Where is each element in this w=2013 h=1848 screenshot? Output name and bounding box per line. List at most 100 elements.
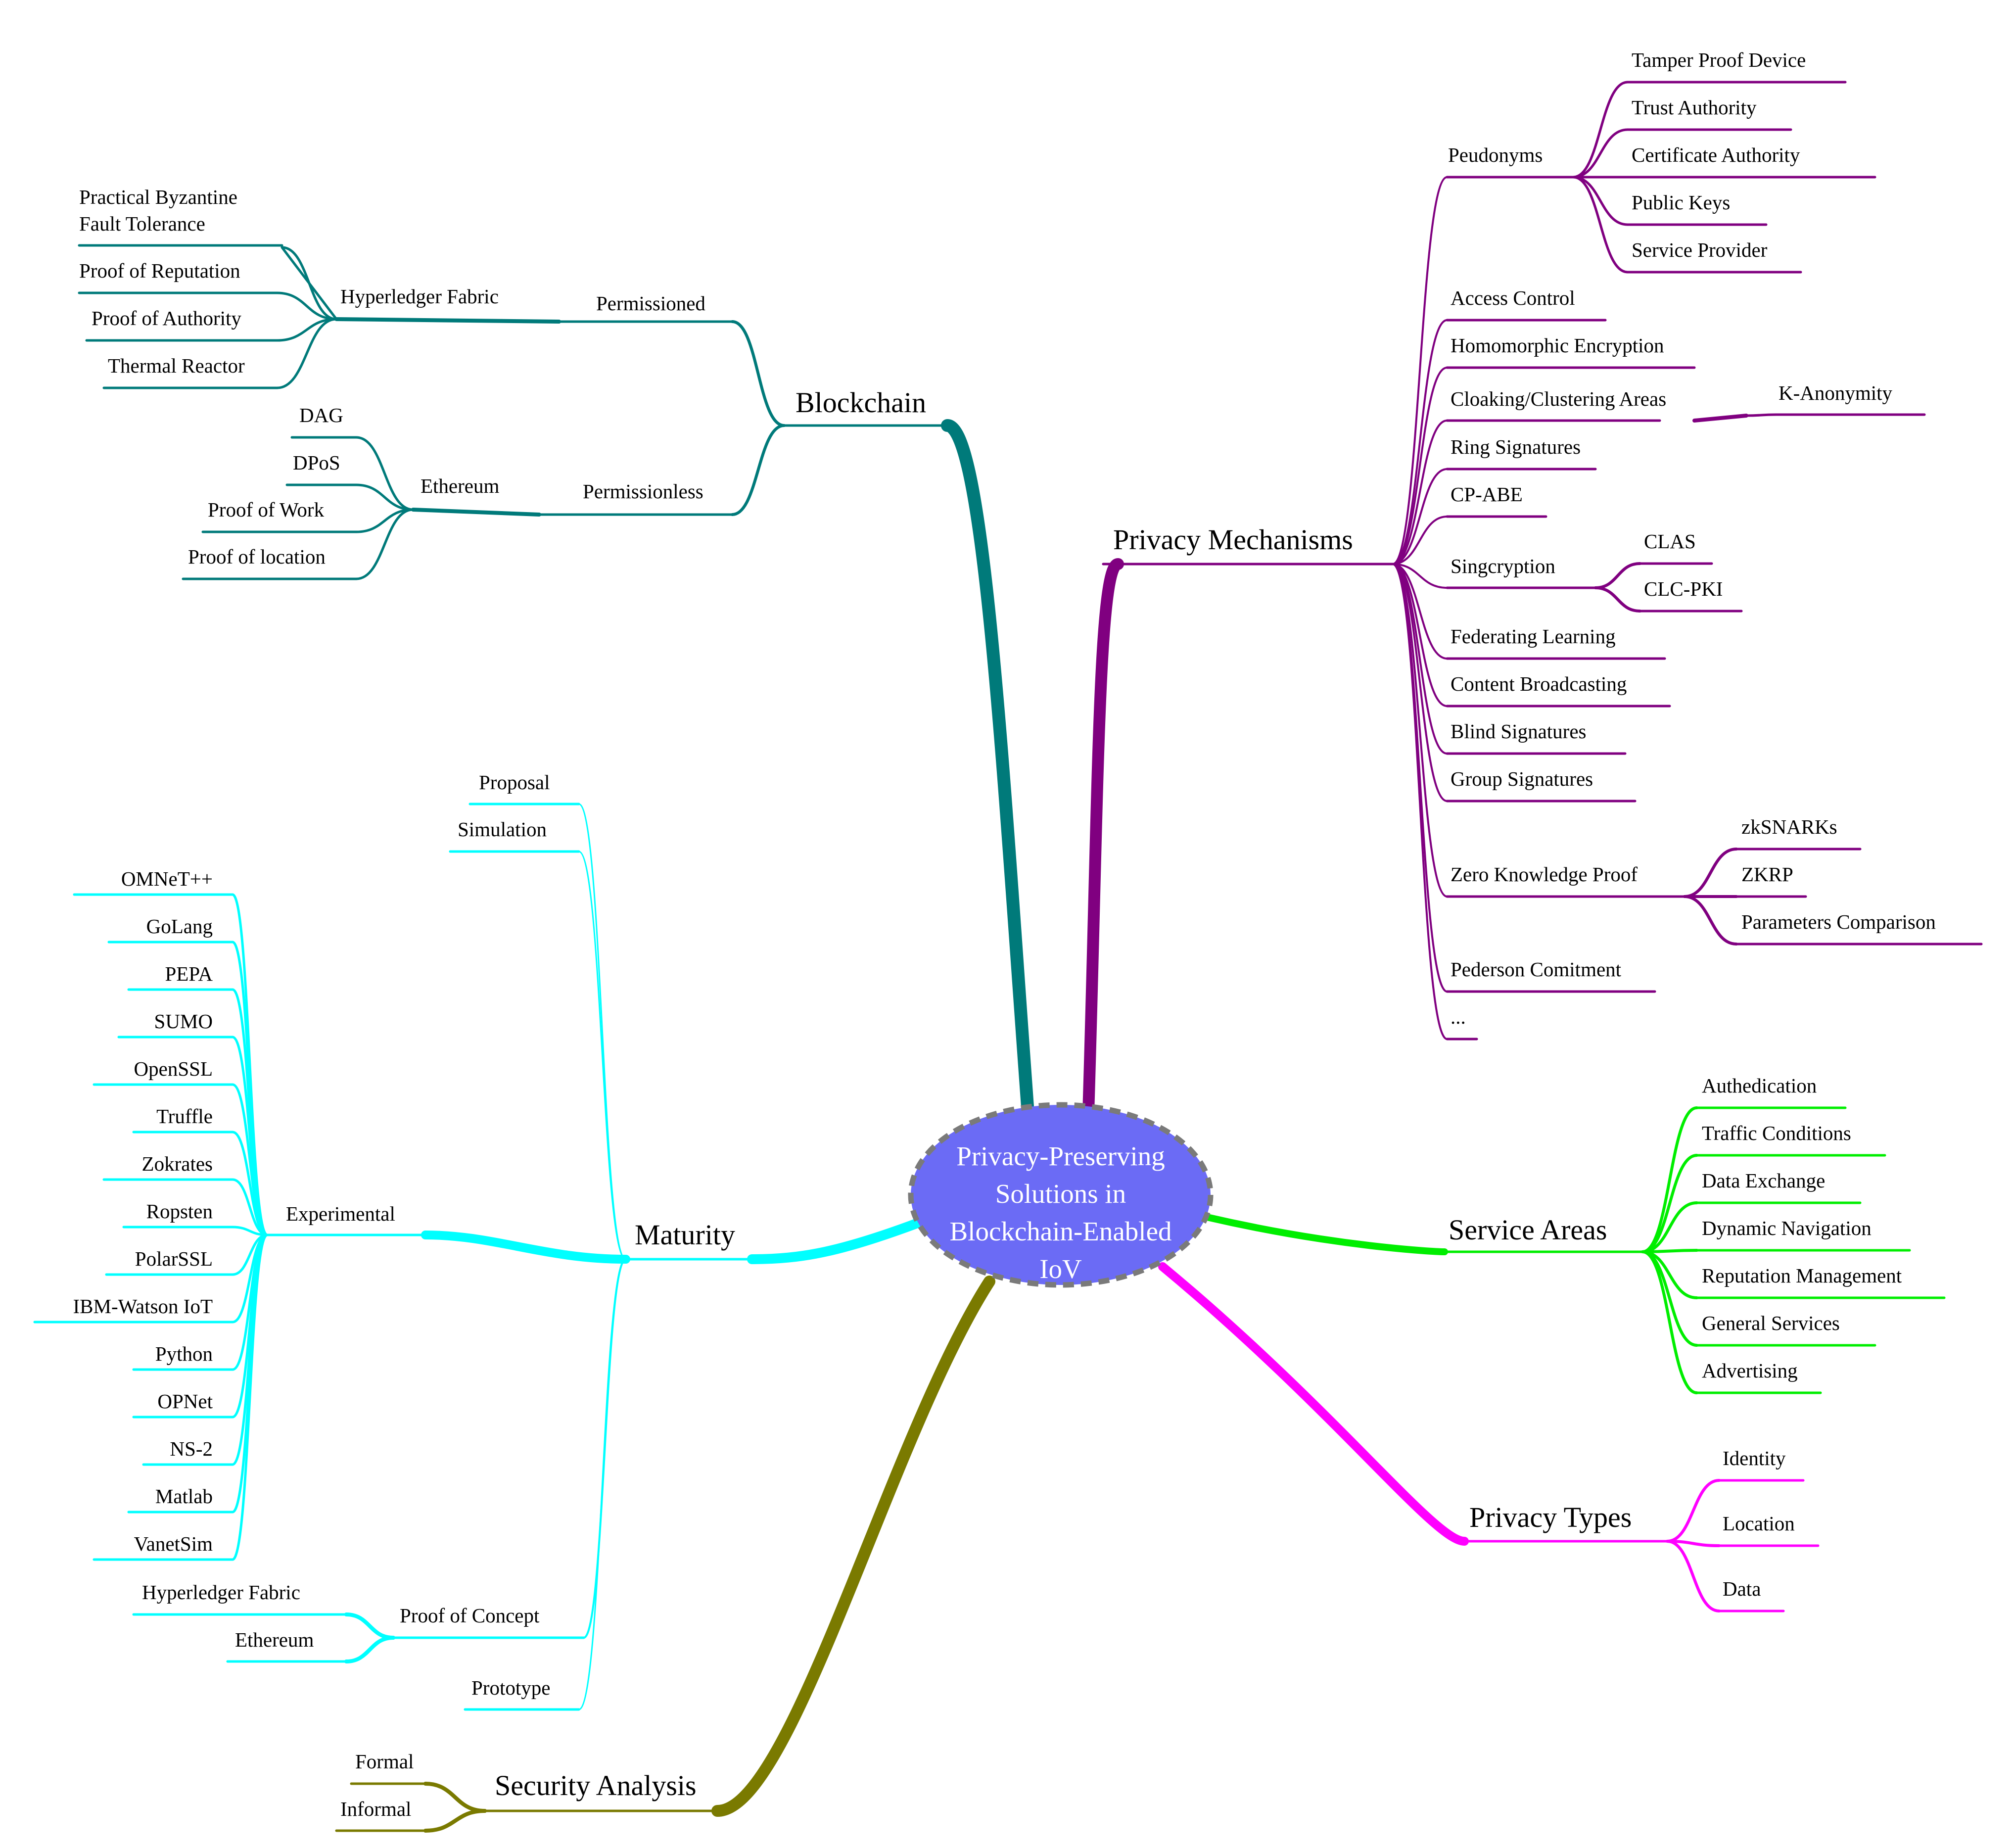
leaf-formal[interactable]: Formal: [355, 1750, 414, 1773]
leaf-proof-of-work[interactable]: Proof of Work: [208, 498, 325, 521]
leaf-access-control[interactable]: Access Control: [1451, 286, 1575, 309]
leaf-dpos[interactable]: DPoS: [293, 451, 340, 474]
leaf-experimental-tool[interactable]: GoLang: [146, 915, 213, 938]
leaf-experimental-tool[interactable]: Zokrates: [142, 1152, 213, 1175]
maturity-label[interactable]: Maturity: [635, 1219, 735, 1251]
ethereum-label[interactable]: Ethereum: [421, 474, 499, 497]
leaf-experimental-tool[interactable]: OpenSSL: [134, 1057, 213, 1080]
leaf-pbft-1[interactable]: Practical Byzantine: [79, 186, 237, 208]
leaf-hyperledger-fabric-poc[interactable]: Hyperledger Fabric: [142, 1581, 300, 1604]
leaf-zkrp[interactable]: ZKRP: [1741, 863, 1793, 886]
leaf-content-broadcasting[interactable]: Content Broadcasting: [1451, 672, 1627, 695]
leaf-proof-of-reputation[interactable]: Proof of Reputation: [79, 259, 240, 282]
edge-permissionless: [731, 424, 786, 516]
leaf-general-services[interactable]: General Services: [1702, 1312, 1840, 1334]
leaf-zero-knowledge-proof[interactable]: Zero Knowledge Proof: [1451, 863, 1638, 886]
trunk-privacy-types: [1158, 1262, 1469, 1546]
leaf-experimental-tool[interactable]: OMNeT++: [121, 867, 213, 890]
leaf-experimental-tool[interactable]: NS-2: [170, 1437, 213, 1460]
peudonyms-label[interactable]: Peudonyms: [1448, 143, 1543, 166]
connector: [1392, 563, 1448, 589]
leaf-informal[interactable]: Informal: [340, 1798, 411, 1820]
connector: [1692, 414, 1748, 423]
leaf-trust-authority[interactable]: Trust Authority: [1632, 96, 1757, 119]
permissionless-label[interactable]: Permissionless: [583, 480, 703, 503]
leaf-clas[interactable]: CLAS: [1644, 530, 1696, 553]
leaf-experimental-tool[interactable]: Python: [155, 1342, 213, 1365]
leaf-experimental-tool[interactable]: IBM-Watson IoT: [73, 1295, 213, 1318]
leaf-cloaking-clustering[interactable]: Cloaking/Clustering Areas: [1451, 387, 1666, 410]
connector: [1641, 1250, 1698, 1394]
leaf-experimental-tool[interactable]: SUMO: [154, 1010, 213, 1033]
privacy-types-label[interactable]: Privacy Types: [1469, 1501, 1632, 1533]
leaf-advertising[interactable]: Advertising: [1702, 1359, 1798, 1382]
leaf-proposal[interactable]: Proposal: [479, 771, 550, 794]
leaf-singcryption[interactable]: Singcryption: [1451, 555, 1555, 577]
leaf-experimental-tool[interactable]: PEPA: [165, 962, 213, 985]
connector: [344, 1612, 395, 1640]
leaf-ethereum-poc[interactable]: Ethereum: [235, 1628, 314, 1651]
leaf-reputation-management[interactable]: Reputation Management: [1702, 1264, 1902, 1287]
leaf-group-signatures[interactable]: Group Signatures: [1451, 767, 1593, 790]
leaf-ring-signatures[interactable]: Ring Signatures: [1451, 435, 1581, 458]
leaf-traffic-conditions[interactable]: Traffic Conditions: [1702, 1122, 1851, 1144]
leaf-identity[interactable]: Identity: [1723, 1447, 1786, 1469]
blockchain-label[interactable]: Blockchain: [796, 386, 926, 419]
leaf-proof-of-authority[interactable]: Proof of Authority: [92, 307, 241, 330]
connector: [1392, 367, 1448, 565]
hyperledger-fabric-label[interactable]: Hyperledger Fabric: [340, 285, 499, 308]
leaf-blind-signatures[interactable]: Blind Signatures: [1451, 720, 1586, 743]
connector: [1641, 1201, 1698, 1253]
leaf-pbft-2[interactable]: Fault Tolerance: [79, 212, 205, 235]
connector: [1392, 516, 1448, 565]
connector: [1666, 1540, 1721, 1547]
connector: [1392, 563, 1448, 898]
connector: [1572, 176, 1629, 226]
leaf-ellipsis[interactable]: ...: [1451, 1005, 1466, 1028]
leaf-k-anonymity[interactable]: K-Anonymity: [1779, 381, 1893, 404]
leaf-pederson-comitment[interactable]: Pederson Comitment: [1451, 958, 1622, 981]
leaf-homomorphic-encryption[interactable]: Homomorphic Encryption: [1451, 334, 1664, 357]
leaf-public-keys[interactable]: Public Keys: [1632, 191, 1730, 214]
permissioned-label[interactable]: Permissioned: [596, 292, 705, 315]
leaf-experimental-tool[interactable]: OPNet: [157, 1390, 213, 1413]
proof-of-concept-label[interactable]: Proof of Concept: [400, 1604, 540, 1627]
leaf-location[interactable]: Location: [1723, 1512, 1795, 1535]
privacy-mechanisms-label[interactable]: Privacy Mechanisms: [1113, 523, 1353, 556]
leaf-prototype[interactable]: Prototype: [471, 1676, 550, 1699]
leaf-dag[interactable]: DAG: [299, 404, 343, 426]
leaf-federating-learning[interactable]: Federating Learning: [1451, 625, 1616, 648]
leaf-parameters-comparison[interactable]: Parameters Comparison: [1741, 910, 1936, 933]
experimental-label[interactable]: Experimental: [286, 1202, 395, 1225]
connector: [1392, 563, 1448, 993]
leaf-experimental-tool[interactable]: Ropsten: [146, 1200, 213, 1223]
leaf-simulation[interactable]: Simulation: [458, 818, 547, 841]
leaf-experimental-tool[interactable]: Truffle: [156, 1105, 213, 1128]
leaf-proof-of-location[interactable]: Proof of location: [188, 545, 326, 568]
leaf-thermal-reactor[interactable]: Thermal Reactor: [108, 354, 245, 377]
leaf-zksnarks[interactable]: zkSNARKs: [1741, 815, 1837, 838]
leaf-cp-abe[interactable]: CP-ABE: [1451, 483, 1523, 506]
leaf-experimental-tool[interactable]: Matlab: [155, 1485, 213, 1508]
connector: [578, 1258, 627, 1710]
connector: [1392, 563, 1448, 1040]
security-analysis-label[interactable]: Security Analysis: [495, 1769, 697, 1801]
leaf-data-exchange[interactable]: Data Exchange: [1702, 1169, 1825, 1192]
leaf-data[interactable]: Data: [1723, 1577, 1761, 1600]
leaf-experimental-tool[interactable]: PolarSSL: [135, 1247, 213, 1270]
service-areas-label[interactable]: Service Areas: [1449, 1214, 1607, 1246]
leaf-dynamic-navigation[interactable]: Dynamic Navigation: [1702, 1217, 1872, 1239]
connector: [355, 508, 415, 580]
connector: [1594, 586, 1641, 613]
trunk-privacy-mechanisms: [1082, 558, 1124, 1119]
leaf-clc-pki[interactable]: CLC-PKI: [1644, 577, 1723, 600]
leaf-experimental-tool[interactable]: VanetSim: [134, 1532, 213, 1555]
leaf-certificate-authority[interactable]: Certificate Authority: [1632, 143, 1800, 166]
connector: [423, 1782, 487, 1813]
leaf-service-provider[interactable]: Service Provider: [1632, 238, 1768, 261]
leaf-authedication[interactable]: Authedication: [1702, 1074, 1817, 1097]
leaf-tamper-proof-device[interactable]: Tamper Proof Device: [1632, 48, 1806, 71]
